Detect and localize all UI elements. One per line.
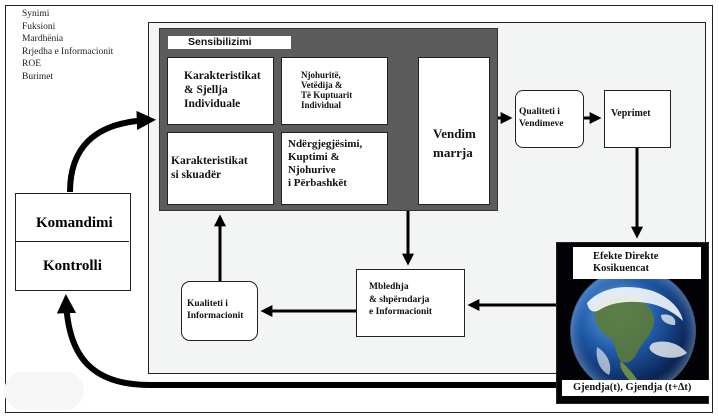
- box-line: Vetëdija &: [301, 80, 343, 90]
- individual-characteristics-box: Karakteristikat & Sjellja Individuale: [167, 57, 274, 125]
- box-line: Informacionit: [187, 311, 244, 321]
- decision-making-box: Vendim marrja: [418, 57, 490, 205]
- information-quality-box: Kualiteti i Informacionit: [181, 281, 258, 341]
- box-line: Ndërgjegjësimi,: [288, 138, 363, 150]
- box-line: Efekte Direkte: [593, 251, 659, 262]
- box-line: Individual: [301, 100, 342, 110]
- shared-awareness-box: Ndërgjegjësimi, Kuptimi & Njohurive i Pë…: [281, 132, 388, 205]
- box-line: & shpërndarja: [369, 294, 430, 305]
- legend: Synimi Fuksioni Mardhënia Rrjedha e Info…: [10, 8, 138, 104]
- command-arrow-to-sensibilizimi: [67, 110, 156, 193]
- box-line: marrja: [433, 145, 473, 160]
- individual-knowledge-box: Njohuritë, Vetëdija & Të Kuptuarit Indiv…: [281, 57, 388, 125]
- team-characteristics-box: Karakteristikat si skuadër: [167, 132, 274, 205]
- box-line: Kosikuencat: [593, 263, 650, 274]
- effects-box: [556, 242, 709, 404]
- box-line: Kuptimi &: [288, 151, 340, 163]
- legend-item: Fuksioni: [22, 21, 56, 32]
- box-line: e Informacionit: [369, 307, 433, 317]
- box-line: i Përbashkët: [288, 177, 347, 189]
- box-line: Mbledhja: [369, 282, 409, 292]
- box-line: Njohurive: [288, 164, 336, 176]
- earth-image: [570, 268, 696, 394]
- command-control-box: Komandimi Kontrolli: [15, 193, 131, 291]
- box-line: Vendim: [433, 126, 476, 141]
- decision-quality-box: Qualiteti i Vendimeve: [515, 90, 584, 148]
- sensibilizimi-title: Sensibilizimi: [168, 36, 291, 49]
- state-caption: Gjendja(t), Gjendja (t+Δt): [562, 380, 710, 396]
- command-label: Komandimi: [16, 194, 129, 242]
- legend-item: Synimi: [22, 9, 50, 19]
- box-line: Individuale: [184, 98, 241, 110]
- box-line: Karakteristikat: [184, 70, 261, 82]
- box-line: Kualiteti i: [187, 299, 228, 309]
- legend-item: ROE: [22, 59, 41, 70]
- box-line: Njohuritë,: [301, 70, 341, 80]
- legend-item: Rrjedha e Informacionit: [22, 46, 114, 57]
- box-line: Karakteristikat: [171, 155, 248, 167]
- box-line: Veprimet: [611, 108, 651, 119]
- box-line: & Sjellja: [184, 84, 228, 96]
- decorative-blob: [4, 372, 84, 410]
- box-line: Të Kuptuarit: [301, 90, 353, 100]
- actions-box: Veprimet: [604, 90, 671, 148]
- effects-title: Efekte Direkte Kosikuencat: [573, 247, 701, 279]
- legend-item: Mardhënia: [22, 34, 64, 45]
- legend-item: Burimet: [22, 71, 54, 82]
- box-line: Vendimeve: [519, 119, 564, 129]
- feedback-arrow-to-control: [56, 294, 556, 388]
- control-label: Kontrolli: [43, 258, 102, 274]
- information-gathering-box: Mbledhja & shpërndarja e Informacionit: [356, 269, 465, 337]
- box-line: Qualiteti i: [519, 107, 560, 117]
- box-line: si skuadër: [171, 169, 222, 181]
